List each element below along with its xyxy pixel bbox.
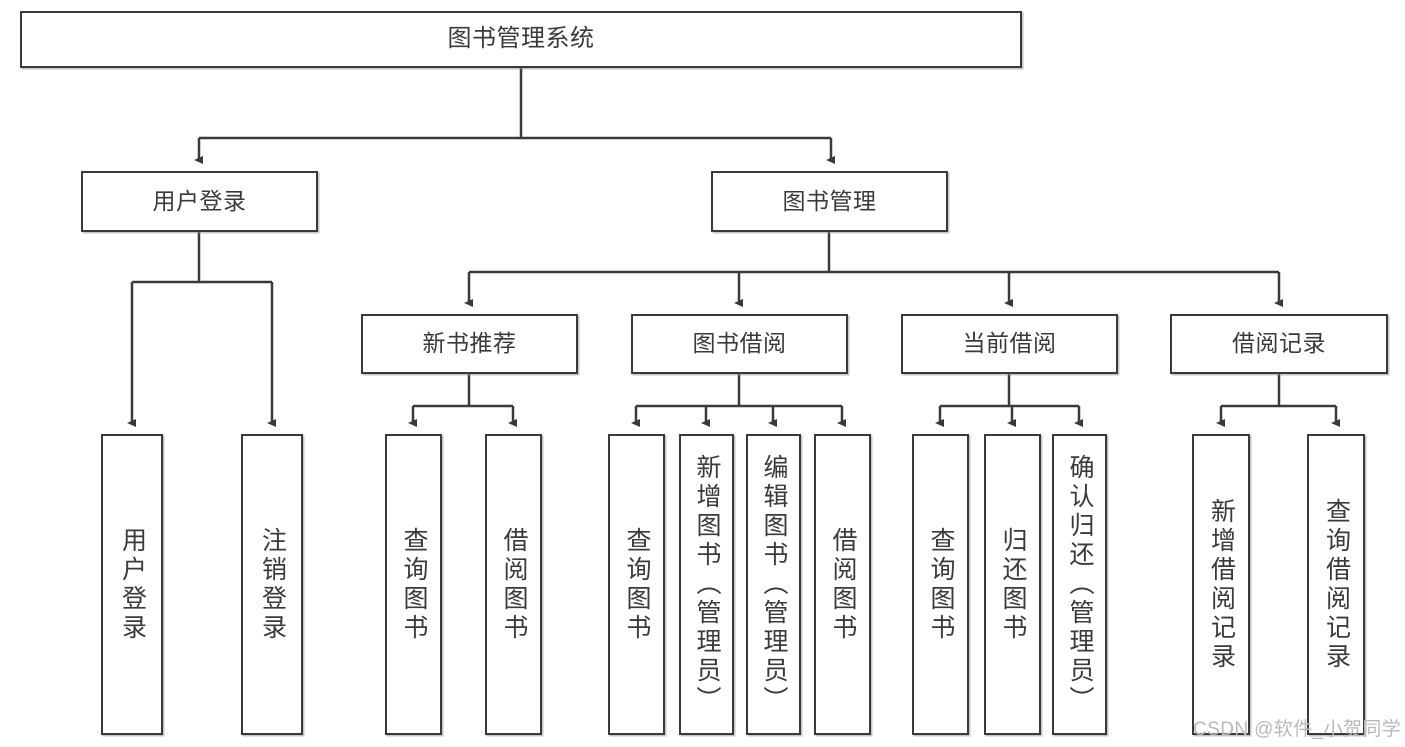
node-root-label: 图书管理系统 xyxy=(447,25,595,53)
node-leaf-borrow-book-1-label: 借阅图书 xyxy=(500,526,528,643)
node-user-login[interactable]: 用户登录 xyxy=(81,171,318,232)
node-leaf-return-book-label: 归还图书 xyxy=(999,526,1027,643)
node-leaf-confirm-return[interactable]: 确认归还（管理员） xyxy=(1052,434,1107,735)
node-leaf-edit-book-label: 编辑图书（管理员） xyxy=(760,454,788,715)
node-current-borrow[interactable]: 当前借阅 xyxy=(901,314,1118,374)
node-leaf-confirm-return-label: 确认归还（管理员） xyxy=(1066,454,1094,715)
node-user-login-label: 用户登录 xyxy=(152,187,247,214)
node-leaf-borrow-book-2-label: 借阅图书 xyxy=(829,526,857,643)
node-leaf-logout-label: 注销登录 xyxy=(258,526,287,643)
node-new-book-rec[interactable]: 新书推荐 xyxy=(361,314,578,374)
node-leaf-add-record-label: 新增借阅记录 xyxy=(1207,497,1236,672)
node-leaf-query-book-1[interactable]: 查询图书 xyxy=(385,434,442,735)
node-leaf-edit-book[interactable]: 编辑图书（管理员） xyxy=(746,434,801,735)
node-book-manage[interactable]: 图书管理 xyxy=(711,171,948,232)
node-leaf-query-record-label: 查询借阅记录 xyxy=(1322,497,1351,672)
node-leaf-borrow-book-1[interactable]: 借阅图书 xyxy=(485,434,542,735)
node-leaf-query-book-2[interactable]: 查询图书 xyxy=(608,434,665,735)
node-new-book-rec-label: 新书推荐 xyxy=(422,330,517,357)
node-leaf-add-book-label: 新增图书（管理员） xyxy=(693,454,721,715)
node-current-borrow-label: 当前借阅 xyxy=(962,330,1057,357)
node-borrow-record-label: 借阅记录 xyxy=(1232,330,1326,357)
node-leaf-borrow-book-2[interactable]: 借阅图书 xyxy=(814,434,871,735)
node-book-manage-label: 图书管理 xyxy=(782,187,877,214)
node-leaf-add-record[interactable]: 新增借阅记录 xyxy=(1192,434,1250,735)
node-leaf-query-book-2-label: 查询图书 xyxy=(623,526,651,643)
node-borrow-record[interactable]: 借阅记录 xyxy=(1170,314,1388,374)
node-leaf-return-book[interactable]: 归还图书 xyxy=(984,434,1041,735)
node-leaf-add-book[interactable]: 新增图书（管理员） xyxy=(679,434,734,735)
node-leaf-user-login[interactable]: 用户登录 xyxy=(101,434,163,735)
node-book-borrow[interactable]: 图书借阅 xyxy=(631,314,848,374)
watermark-text: CSDN @软件_小贺同学 xyxy=(1193,719,1402,740)
node-leaf-query-book-3-label: 查询图书 xyxy=(927,526,955,643)
node-book-borrow-label: 图书借阅 xyxy=(692,330,787,357)
node-leaf-query-book-3[interactable]: 查询图书 xyxy=(912,434,969,735)
node-leaf-logout[interactable]: 注销登录 xyxy=(241,434,303,735)
node-leaf-query-record[interactable]: 查询借阅记录 xyxy=(1307,434,1365,735)
node-leaf-user-login-label: 用户登录 xyxy=(118,526,147,643)
node-root[interactable]: 图书管理系统 xyxy=(20,11,1022,68)
node-leaf-query-book-1-label: 查询图书 xyxy=(400,526,428,643)
